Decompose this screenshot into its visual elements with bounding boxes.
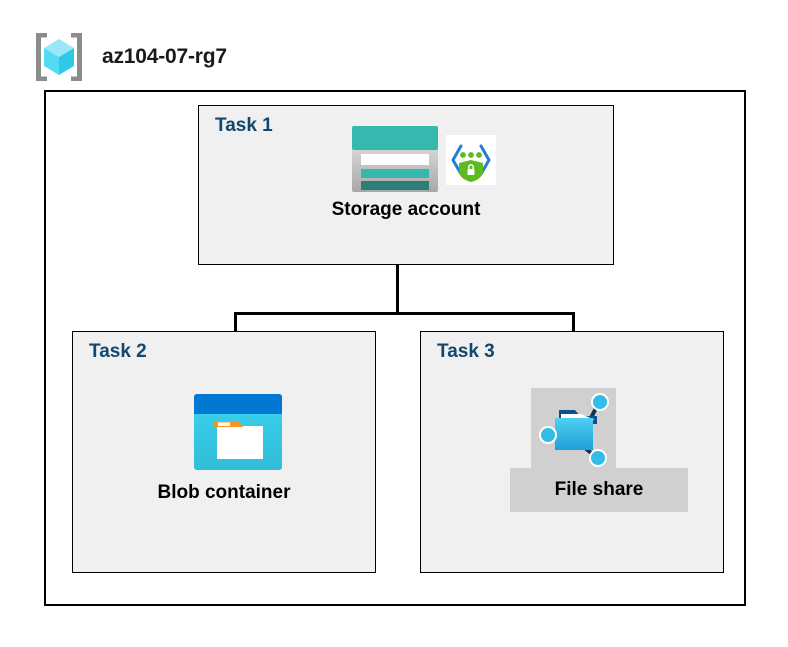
blob-container-icon [194, 394, 282, 470]
connector-branch-bar [234, 312, 575, 315]
task-1-label: Task 1 [215, 115, 273, 136]
connector-storage-to-branch [396, 265, 399, 314]
storage-account-label: Storage account [331, 199, 481, 220]
resource-group-title: az104-07-rg7 [102, 45, 227, 68]
resource-group-header: az104-07-rg7 [30, 28, 227, 86]
blob-container-label: Blob container [157, 482, 291, 503]
task-3-label: Task 3 [437, 341, 495, 362]
task-2-label: Task 2 [89, 341, 147, 362]
file-share-icon [539, 393, 609, 467]
file-share-label: File share [510, 468, 688, 512]
storage-account-icon [352, 126, 438, 192]
private-endpoint-icon [446, 135, 496, 185]
resource-group-icon [36, 33, 82, 81]
